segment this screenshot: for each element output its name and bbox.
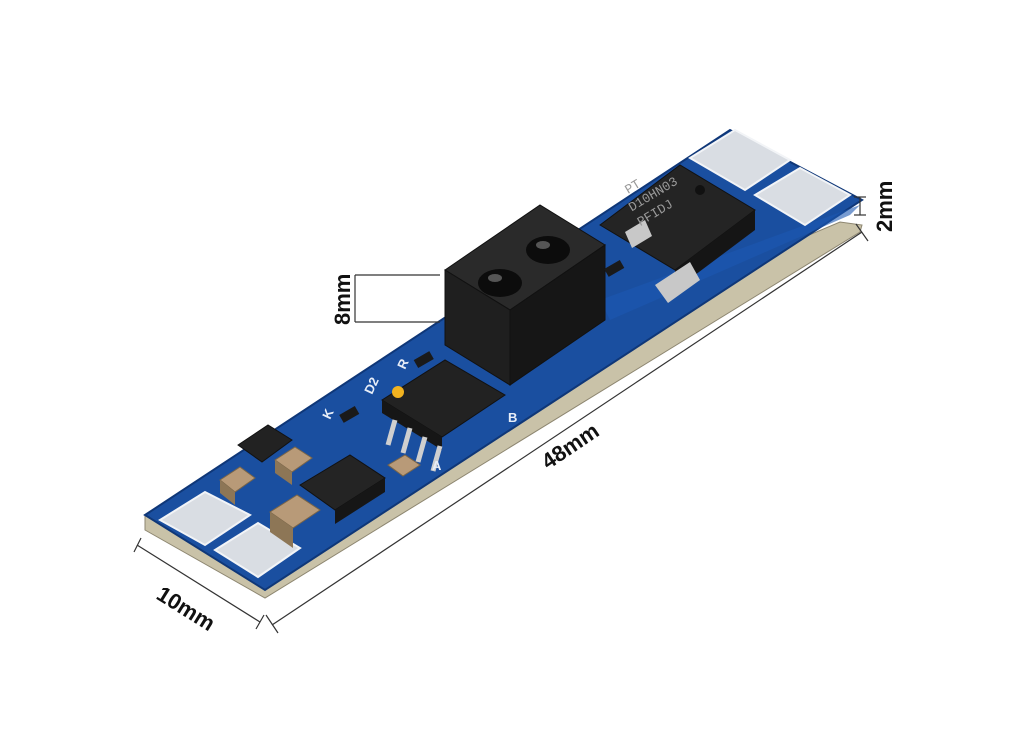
dimension-thickness-label: 2mm bbox=[872, 181, 897, 232]
resistor-2 bbox=[413, 351, 434, 368]
resistor-1 bbox=[604, 260, 625, 277]
resistor-3 bbox=[339, 406, 360, 423]
soic-ic bbox=[381, 359, 506, 472]
capacitor-4 bbox=[387, 454, 421, 477]
capacitor-2 bbox=[274, 446, 313, 485]
silk-label-b: B bbox=[508, 410, 517, 425]
mosfet-marking-line1: PT bbox=[622, 176, 643, 197]
pad-left-top bbox=[158, 490, 252, 547]
dimension-width-label: 10mm bbox=[152, 581, 219, 636]
mosfet-chip: PT D10HN03 PFIDJ bbox=[599, 164, 756, 303]
sot23-transistor bbox=[237, 424, 293, 463]
dimension-lines bbox=[133, 196, 869, 634]
voltage-regulator bbox=[299, 454, 386, 524]
silk-label-d2: D2 bbox=[361, 375, 382, 396]
pad-right-bottom bbox=[753, 166, 852, 227]
dimension-sensor-height-label: 8mm bbox=[330, 274, 355, 325]
led-yellow bbox=[392, 386, 404, 398]
silk-label-a: A bbox=[432, 458, 442, 473]
capacitor-3 bbox=[269, 494, 321, 548]
ir-sensor bbox=[444, 204, 606, 386]
pad-right-top bbox=[688, 128, 792, 192]
capacitor-1 bbox=[219, 466, 256, 505]
